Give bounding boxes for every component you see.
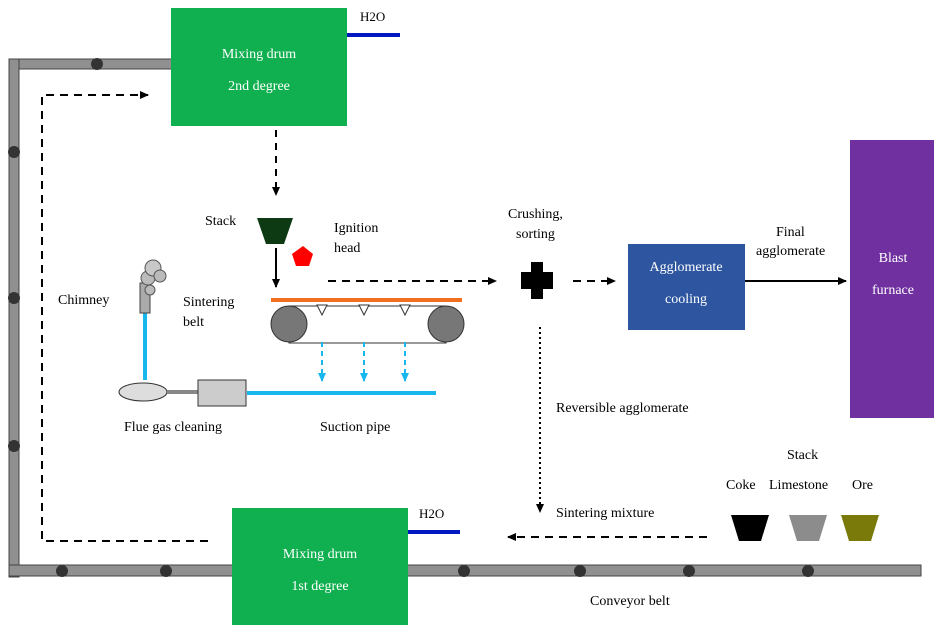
roller-icon xyxy=(91,58,103,70)
limestone-hopper-icon xyxy=(789,515,827,541)
roller-icon xyxy=(160,565,172,577)
crushing-label: Crushing, xyxy=(508,207,563,222)
svg-text:1st degree: 1st degree xyxy=(291,579,348,594)
limestone-label: Limestone xyxy=(769,478,828,493)
ignition-label: Ignition xyxy=(334,221,378,236)
roller-icon xyxy=(683,565,695,577)
flue-gas-cleaning xyxy=(118,310,247,407)
roller-icon xyxy=(8,146,20,158)
sintering-belt-label-2: belt xyxy=(183,315,204,330)
svg-text:cooling: cooling xyxy=(665,292,707,307)
svg-text:2nd degree: 2nd degree xyxy=(228,79,290,94)
flue-gas-label: Flue gas cleaning xyxy=(124,420,222,435)
ignition-label-2: head xyxy=(334,241,360,256)
coke-label: Coke xyxy=(726,478,756,493)
stack-hopper-icon xyxy=(257,218,293,244)
mixing-drum-2nd-degree: Mixing drum 2nd degree xyxy=(171,8,347,126)
suction-pipe-label: Suction pipe xyxy=(320,420,390,435)
agglomerate-cooling: Agglomerate cooling xyxy=(628,244,745,330)
ore-label: Ore xyxy=(852,478,873,493)
stack-bottom-label: Stack xyxy=(787,448,818,463)
crusher-cross-icon xyxy=(521,262,553,299)
sintering-mixture-label: Sintering mixture xyxy=(556,506,654,521)
pulley-icon xyxy=(427,305,465,343)
svg-text:Mixing drum: Mixing drum xyxy=(283,547,357,562)
water-label-1: H2O xyxy=(419,506,444,521)
coke-hopper-icon xyxy=(731,515,769,541)
chimney-smoke-icon xyxy=(139,259,167,314)
return-flow-arrow xyxy=(41,91,208,542)
roller-icon xyxy=(8,292,20,304)
svg-text:furnace: furnace xyxy=(872,283,914,298)
water-label-2: H2O xyxy=(360,9,385,24)
pulley-icon xyxy=(270,305,308,343)
roller-icon xyxy=(802,565,814,577)
reversible-label: Reversible agglomerate xyxy=(556,401,689,416)
svg-text:Mixing drum: Mixing drum xyxy=(222,47,296,62)
conveyor-belt-label: Conveyor belt xyxy=(590,594,670,609)
roller-icon xyxy=(458,565,470,577)
sintering-belt xyxy=(270,298,465,382)
mixing-drum-1st-degree: Mixing drum 1st degree xyxy=(232,508,408,625)
stack-label: Stack xyxy=(205,214,236,229)
conveyor-frame xyxy=(8,58,922,578)
sintering-belt-label: Sintering xyxy=(183,295,234,310)
roller-icon xyxy=(8,440,20,452)
final-agglomerate-label: Final xyxy=(776,225,805,240)
roller-icon xyxy=(56,565,68,577)
filter-icon xyxy=(197,379,247,407)
chimney-label: Chimney xyxy=(58,293,109,308)
blast-furnace: Blast furnace xyxy=(850,140,934,418)
crushing-label-2: sorting xyxy=(516,227,555,242)
ignition-head-icon xyxy=(292,246,313,266)
ore-hopper-icon xyxy=(841,515,879,541)
roller-icon xyxy=(574,565,586,577)
final-agglomerate-label-2: agglomerate xyxy=(756,244,825,259)
svg-text:Blast: Blast xyxy=(879,251,908,266)
svg-text:Agglomerate: Agglomerate xyxy=(649,260,722,275)
